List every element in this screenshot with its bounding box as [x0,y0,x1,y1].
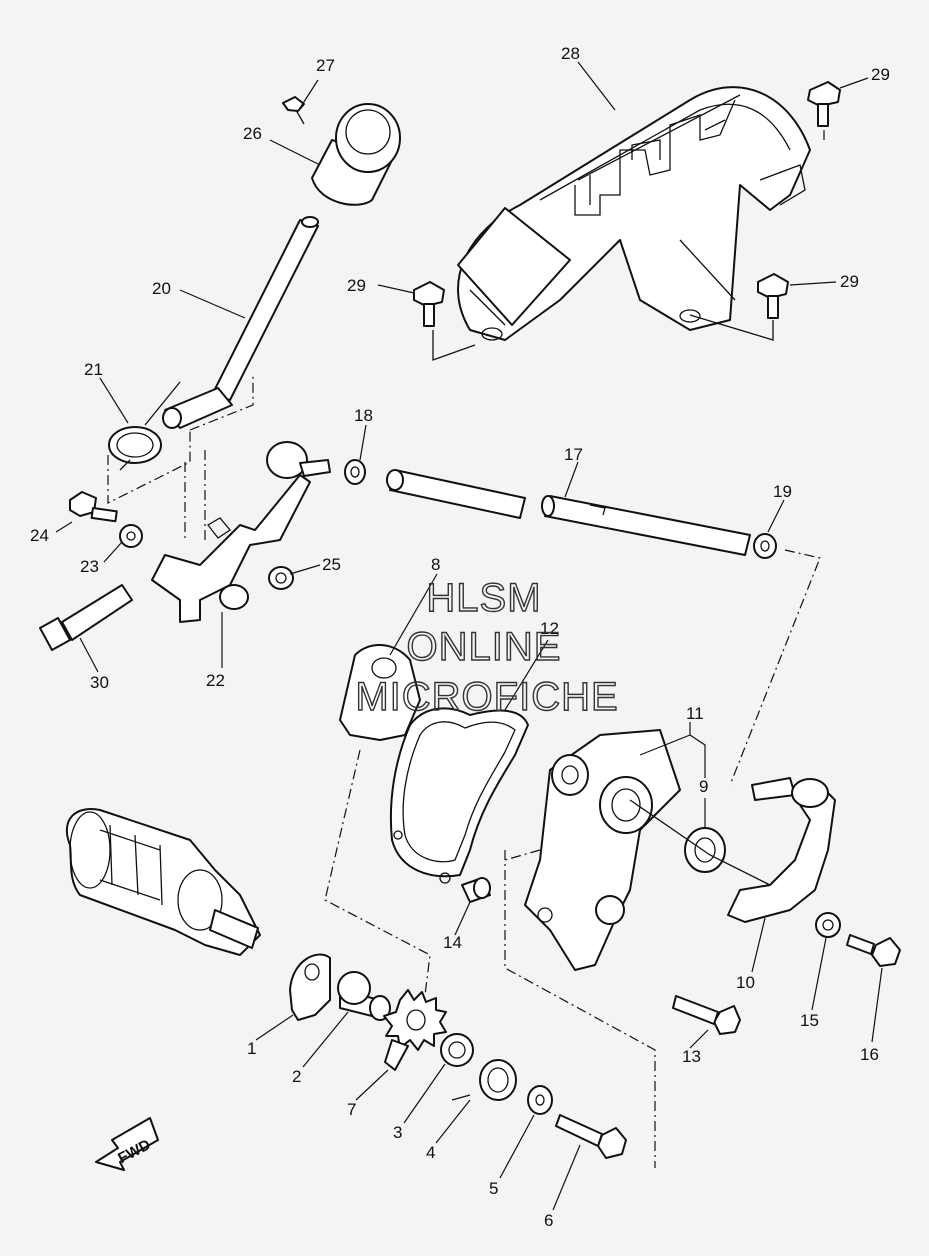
callout-27: 27 [316,56,335,75]
callout-25: 25 [322,555,341,574]
part-21-spring [108,381,181,471]
callout-21: 21 [84,360,103,379]
part-2-collar [337,971,391,1021]
leader-lines [55,61,883,1211]
part-18-collar [344,459,366,485]
callout-1: 1 [247,1039,256,1058]
callout-17: 17 [564,445,583,464]
callout-20: 20 [152,279,171,298]
watermark-line-1: HLSM [426,576,541,620]
part-30-pivot-bolt [39,584,133,651]
callout-19: 19 [773,482,792,501]
callout-13: 13 [682,1047,701,1066]
part-15-washer [815,912,841,938]
callout-29-left: 29 [347,276,366,295]
part-9-seal [684,827,726,873]
part-5-washer [527,1085,553,1115]
part-24-bolt [69,491,118,523]
part-26-shift-knob [311,103,401,206]
part-1-stopper [289,953,331,1021]
callout-14: 14 [443,933,462,952]
part-13-bolt [672,995,741,1035]
callout-22: 22 [206,671,225,690]
callout-11: 11 [686,704,704,723]
part-20-shift-lever [162,216,319,429]
part-29-bolt-top [807,81,841,127]
fwd-arrow-badge: FWD [95,1117,159,1171]
callout-5: 5 [489,1179,498,1198]
callout-29-top: 29 [871,65,890,84]
callout-26: 26 [243,124,262,143]
callout-4: 4 [426,1143,435,1162]
part-29-bolt-left [413,281,445,327]
callout-10: 10 [736,973,755,992]
part-28-shift-cover [457,86,811,341]
callout-30: 30 [90,673,109,692]
callout-18: 18 [354,406,373,425]
shift-drum [65,808,261,956]
part-22-lever-bracket [151,441,331,623]
part-7-star-segment [383,989,447,1071]
part-4-spring [451,1059,517,1101]
part-3-washer [440,1033,474,1067]
part-10-shift-arm [727,777,836,923]
callout-24: 24 [30,526,49,545]
part-14-dowel [461,877,491,903]
part-6-bolt [555,1114,627,1159]
callout-9: 9 [699,777,708,796]
callouts: 27 26 28 29 29 29 20 21 18 17 19 24 23 2… [30,44,890,1230]
watermark-line-2: ONLINE [407,625,562,669]
part-12-gasket [389,707,529,884]
part-29-bolt-right [757,273,789,319]
callout-29-right: 29 [840,272,859,291]
part-19-collar [753,533,777,559]
watermark: HLSM ONLINE MICROFICHE [355,575,619,719]
part-25-washer [268,566,294,590]
part-11-cover [524,729,681,971]
part-23-washer [119,524,143,548]
callout-8: 8 [431,555,440,574]
part-8-segment [339,643,421,741]
callout-3: 3 [393,1123,402,1142]
callout-2: 2 [292,1067,301,1086]
callout-12: 12 [540,619,559,638]
part-27-screw [282,96,305,125]
callout-28: 28 [561,44,580,63]
callout-16: 16 [860,1045,879,1064]
callout-23: 23 [80,557,99,576]
watermark-line-3: MICROFICHE [355,675,618,719]
callout-7: 7 [347,1100,356,1119]
callout-6: 6 [544,1211,553,1230]
callout-15: 15 [800,1011,819,1030]
part-17-shift-shaft [386,469,751,556]
part-16-bolt [846,934,901,967]
